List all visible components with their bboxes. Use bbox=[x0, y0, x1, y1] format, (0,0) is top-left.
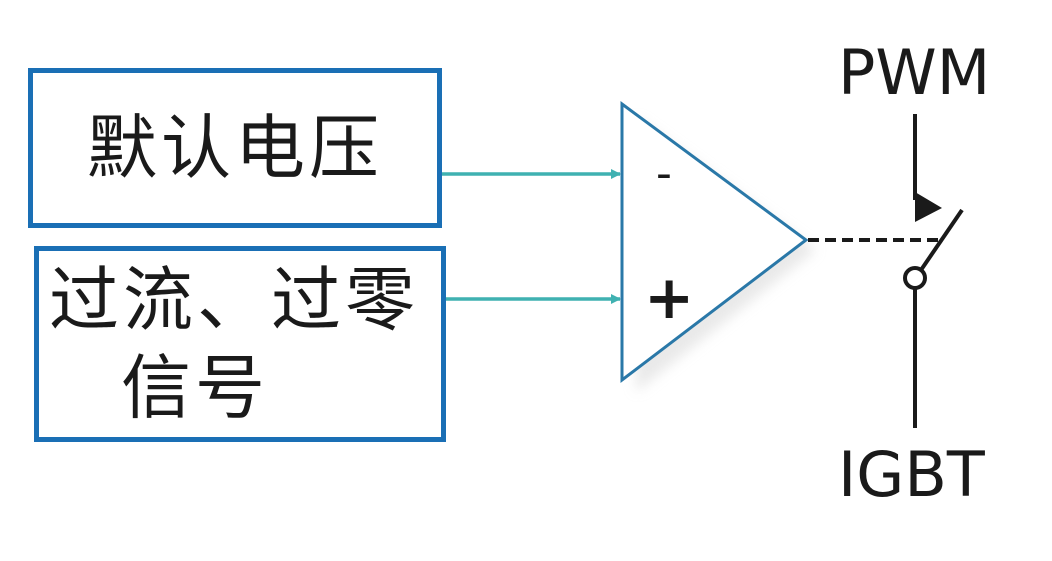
default-voltage-box: 默认电压 bbox=[28, 68, 442, 228]
comparator-minus-sign: - bbox=[656, 148, 672, 199]
comparator-triangle bbox=[620, 101, 809, 384]
signal-label-line1: 过流、过零 bbox=[49, 259, 419, 341]
switch-pivot-icon bbox=[903, 266, 927, 290]
pwm-label: PWM bbox=[838, 36, 991, 109]
switch-arrow-icon bbox=[915, 192, 942, 222]
signal-box: 过流、过零 信号 bbox=[34, 246, 446, 442]
igbt-label: IGBT bbox=[838, 438, 985, 511]
signal-label-line2: 信号 bbox=[121, 347, 269, 429]
switch-blade bbox=[919, 208, 964, 272]
comparator-plus-sign: + bbox=[644, 263, 694, 333]
default-voltage-label: 默认电压 bbox=[87, 107, 383, 189]
